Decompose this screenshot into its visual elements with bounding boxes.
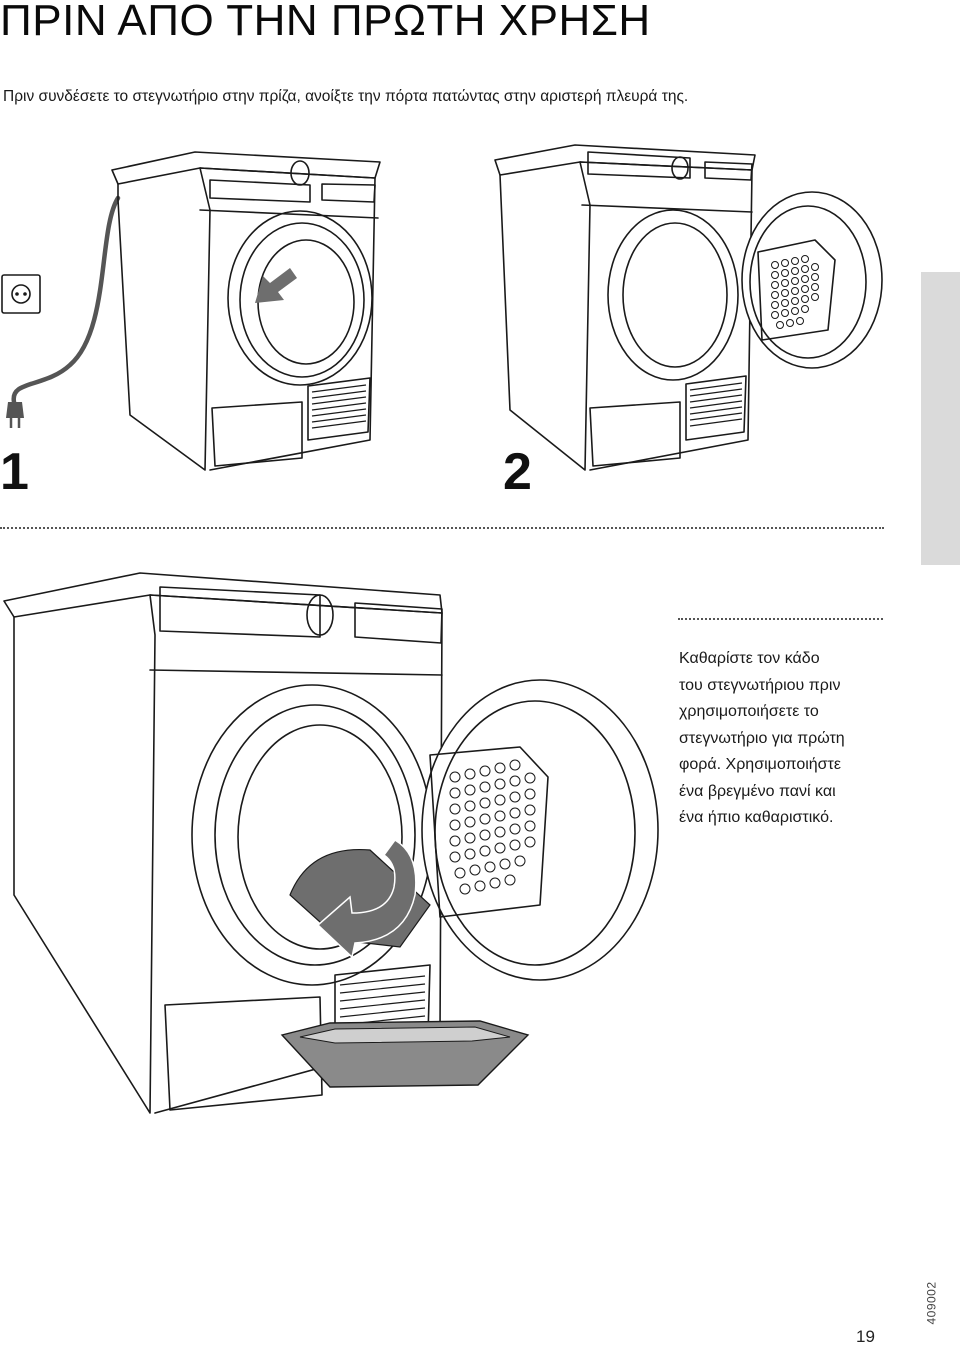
instruction-divider <box>678 618 883 620</box>
step1-illustration <box>1 151 381 471</box>
door-filter-holes <box>771 255 819 329</box>
side-tab-marker <box>921 272 960 565</box>
step2-illustration <box>494 144 883 471</box>
section-divider <box>0 527 884 529</box>
door-filter-holes <box>449 759 536 895</box>
wall-socket-icon <box>1 274 41 314</box>
document-code: 409002 <box>925 1281 940 1325</box>
wipe-arrow-icon <box>316 839 417 959</box>
intro-text: Πριν συνδέσετε το στεγνωτήριο στην πρίζα… <box>3 88 689 105</box>
cleaning-instruction-text: Καθαρίστε τον κάδο του στεγνωτήριου πριν… <box>679 650 845 826</box>
step-number-2: 2 <box>503 443 532 501</box>
page-title: ΠΡΙΝ ΑΠΟ ΤΗΝ ΠΡΩΤΗ ΧΡΗΣΗ <box>0 0 651 45</box>
push-arrow-icon <box>255 268 297 303</box>
plug-icon <box>6 402 24 428</box>
page-number: 19 <box>856 1327 875 1346</box>
step3-illustration <box>3 572 659 1114</box>
step-number-1: 1 <box>0 443 29 501</box>
